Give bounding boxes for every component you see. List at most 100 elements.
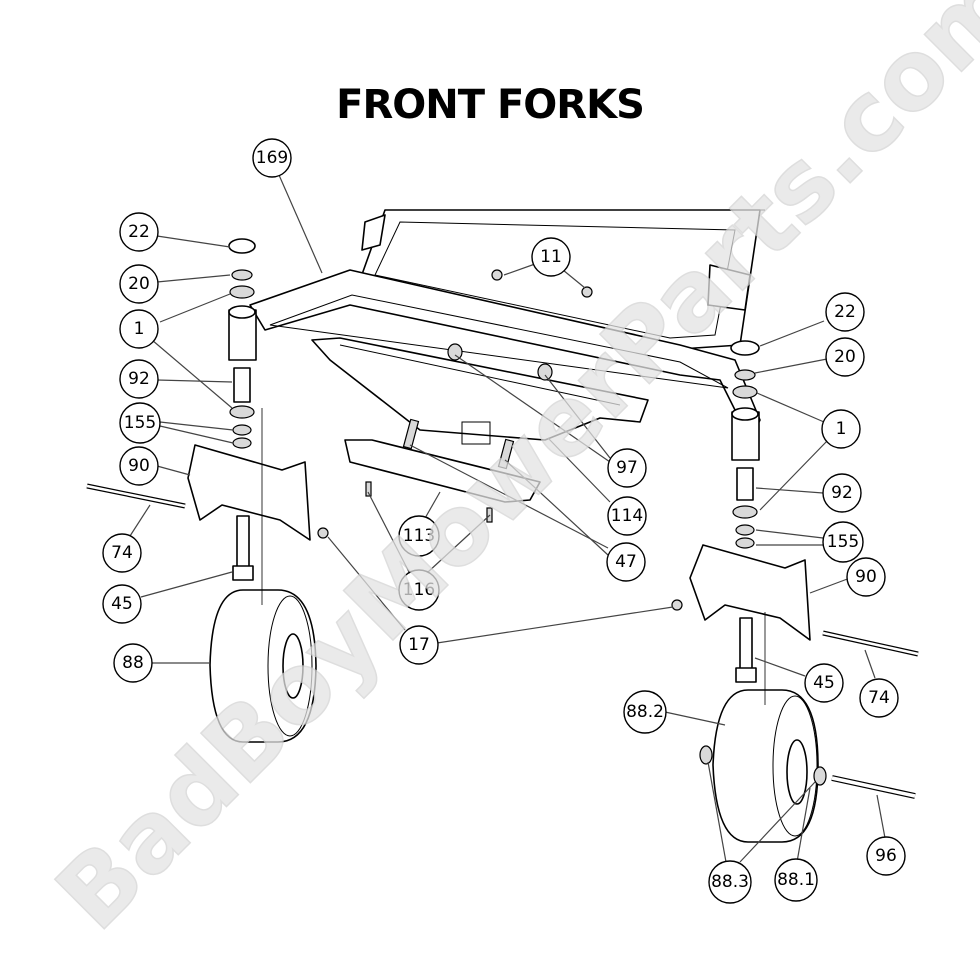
callout-114: 114 bbox=[607, 496, 647, 536]
svg-text:155: 155 bbox=[827, 532, 859, 552]
svg-text:1: 1 bbox=[836, 419, 847, 439]
callout-92-right: 92 bbox=[822, 473, 862, 513]
svg-text:20: 20 bbox=[128, 274, 150, 294]
wheel-88-hub bbox=[282, 633, 304, 699]
bearing-1-right-bottom bbox=[732, 505, 758, 519]
svg-text:88.2: 88.2 bbox=[626, 702, 664, 722]
svg-text:74: 74 bbox=[111, 543, 133, 563]
callout-88-3: 88.3 bbox=[708, 860, 752, 904]
svg-text:22: 22 bbox=[128, 222, 150, 242]
bearing-1-left-bottom bbox=[229, 405, 255, 419]
wheel-88 bbox=[209, 589, 317, 743]
svg-text:74: 74 bbox=[868, 688, 890, 708]
axle-74-left-inner bbox=[86, 484, 186, 508]
callout-22-left: 22 bbox=[119, 212, 159, 252]
svg-text:17: 17 bbox=[408, 635, 430, 655]
callout-90-right: 90 bbox=[846, 557, 886, 597]
callout-20-left: 20 bbox=[119, 264, 159, 304]
callout-155-right: 155 bbox=[822, 521, 864, 563]
svg-text:96: 96 bbox=[875, 846, 897, 866]
callout-88: 88 bbox=[113, 643, 153, 683]
bolt-47b bbox=[497, 438, 515, 470]
bolt-116a bbox=[365, 481, 372, 497]
svg-text:88.1: 88.1 bbox=[777, 870, 815, 890]
callout-47: 47 bbox=[606, 542, 646, 582]
spindle-housing-top-right bbox=[731, 407, 759, 421]
svg-text:20: 20 bbox=[834, 347, 856, 367]
cross-member-edge bbox=[269, 294, 729, 389]
svg-text:90: 90 bbox=[855, 567, 877, 587]
callout-17: 17 bbox=[399, 625, 439, 665]
fork-90-left bbox=[187, 444, 311, 541]
svg-text:22: 22 bbox=[834, 302, 856, 322]
bearing-88-3-right bbox=[813, 766, 827, 786]
callouts: 169 22 20 1 92 155 90 74 45 88 11 22 20 … bbox=[102, 138, 906, 904]
callout-1-right: 1 bbox=[821, 409, 861, 449]
hanger-bracket-edge bbox=[339, 344, 621, 406]
svg-text:88.3: 88.3 bbox=[711, 872, 749, 892]
svg-text:92: 92 bbox=[831, 483, 853, 503]
svg-text:155: 155 bbox=[124, 413, 156, 433]
callout-74-right: 74 bbox=[859, 678, 899, 718]
callout-22-right: 22 bbox=[825, 292, 865, 332]
nut-17-left bbox=[317, 527, 329, 539]
nut-17-right bbox=[671, 599, 683, 611]
fork-90-right bbox=[689, 544, 811, 641]
callout-74-left: 74 bbox=[102, 533, 142, 573]
washer-155-left-b bbox=[232, 437, 252, 449]
callout-97: 97 bbox=[607, 448, 647, 488]
svg-text:92: 92 bbox=[128, 369, 150, 389]
axle-74-right-inner bbox=[822, 631, 919, 656]
spacer-97b bbox=[537, 363, 553, 381]
callout-92-left: 92 bbox=[119, 359, 159, 399]
frame-inner-edge bbox=[374, 221, 736, 339]
svg-text:113: 113 bbox=[403, 526, 435, 546]
nut-11a bbox=[491, 269, 503, 281]
frame-tab-left bbox=[361, 214, 386, 251]
spacer-97a bbox=[447, 343, 463, 361]
callout-113: 113 bbox=[398, 515, 440, 557]
seal-20-left bbox=[231, 269, 253, 281]
svg-text:45: 45 bbox=[813, 673, 835, 693]
callout-11: 11 bbox=[531, 237, 571, 277]
bolt-45-right bbox=[739, 617, 753, 671]
washer-155-right-a bbox=[735, 524, 755, 536]
svg-text:11: 11 bbox=[540, 247, 562, 267]
callout-45-left: 45 bbox=[102, 584, 142, 624]
callout-45-right: 45 bbox=[804, 663, 844, 703]
bolt-47a bbox=[402, 418, 420, 450]
wheel-88-2-rim bbox=[772, 695, 818, 837]
cap-22-left bbox=[228, 238, 256, 254]
cap-22-right bbox=[730, 340, 760, 356]
left-fork-assembly bbox=[86, 238, 329, 743]
callout-96: 96 bbox=[866, 836, 906, 876]
wheel-88-2 bbox=[712, 689, 819, 843]
callout-169: 169 bbox=[252, 138, 292, 178]
frame-tab-right bbox=[707, 264, 751, 311]
svg-text:116: 116 bbox=[403, 580, 435, 600]
callout-88-1: 88.1 bbox=[774, 858, 818, 902]
washer-155-right-b bbox=[735, 537, 755, 549]
bolt-45-left bbox=[236, 515, 250, 569]
spacer-92-right bbox=[736, 467, 754, 501]
wheel-88-2-hub bbox=[786, 739, 808, 805]
bearing-1-right-top bbox=[732, 385, 758, 399]
spacer-92-left bbox=[233, 367, 251, 403]
bolt-45-right-head bbox=[735, 667, 757, 683]
callout-20-right: 20 bbox=[825, 337, 865, 377]
spindle-housing-top-left bbox=[228, 305, 256, 319]
bearing-1-left-top bbox=[229, 285, 255, 299]
svg-text:114: 114 bbox=[611, 506, 643, 526]
callout-90-left: 90 bbox=[119, 446, 159, 486]
svg-text:45: 45 bbox=[111, 594, 133, 614]
svg-text:47: 47 bbox=[615, 552, 637, 572]
hanger-bracket bbox=[311, 337, 649, 441]
front-frame-assembly bbox=[249, 209, 765, 523]
right-fork-assembly bbox=[671, 340, 919, 843]
bolt-45-left-head bbox=[232, 565, 254, 581]
callout-88-2: 88.2 bbox=[623, 690, 667, 734]
callout-116: 116 bbox=[398, 569, 440, 611]
svg-text:90: 90 bbox=[128, 456, 150, 476]
leader-lines bbox=[129, 174, 886, 863]
svg-text:97: 97 bbox=[616, 458, 638, 478]
